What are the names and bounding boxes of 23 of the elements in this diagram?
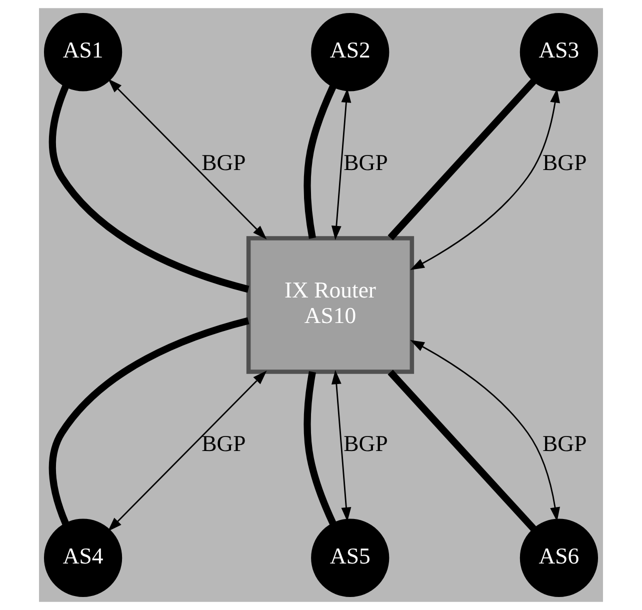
node-circle: AS6	[520, 518, 598, 597]
connector	[388, 78, 536, 240]
edge-label: BGP	[344, 150, 388, 175]
node-circle: AS2	[311, 13, 390, 92]
arrow	[410, 340, 560, 522]
node-circle: AS5	[311, 518, 390, 597]
edge-label: BGP	[202, 431, 246, 456]
connector	[304, 371, 336, 525]
edge-label: BGP	[202, 150, 246, 175]
connector	[48, 317, 250, 525]
arrow	[410, 88, 560, 270]
arrow	[108, 78, 267, 240]
connector	[304, 85, 336, 239]
arrow	[331, 88, 352, 240]
connector	[48, 85, 250, 293]
edge-label: BGP	[542, 431, 587, 456]
node-box: IX Router AS10	[246, 236, 414, 374]
edge-label: BGP	[344, 431, 388, 456]
edge-label: BGP	[542, 150, 587, 175]
node-circle: AS3	[520, 13, 598, 92]
arrow	[108, 370, 267, 532]
arrow	[331, 370, 352, 522]
connector	[388, 370, 536, 532]
